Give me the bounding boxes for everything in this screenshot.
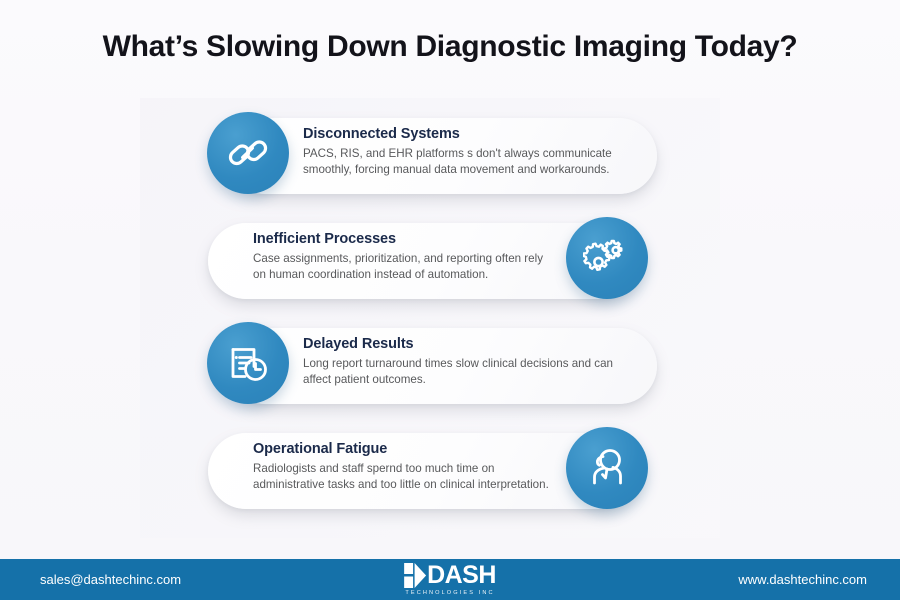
card-title: Operational Fatigue [253, 441, 388, 457]
card-title: Delayed Results [303, 336, 414, 352]
footer-email[interactable]: sales@dashtechinc.com [40, 572, 182, 587]
logo-tagline: TECHNOLOGIES INC [405, 589, 495, 596]
card-title: Inefficient Processes [253, 231, 396, 247]
card-text-block: Delayed Results Long report turnaround t… [303, 336, 633, 389]
logo-wordmark: DASH [427, 560, 496, 589]
page-title: What’s Slowing Down Diagnostic Imaging T… [102, 30, 798, 63]
card-description: Case assignments, prioritization, and re… [253, 252, 543, 282]
fatigued-person-icon [566, 427, 648, 509]
card-operational-fatigue[interactable]: Operational Fatigue Radiologists and sta… [208, 427, 658, 515]
card-description: Radiologists and staff spernd too much t… [253, 462, 549, 492]
card-surface [227, 118, 657, 194]
chain-link-icon [207, 112, 289, 194]
brand-logo: DASH TECHNOLOGIES INC [404, 560, 496, 597]
document-clock-icon [207, 322, 289, 404]
card-description: PACS, RIS, and EHR platforms s don't alw… [303, 147, 612, 177]
card-disconnected-systems[interactable]: Disconnected Systems PACS, RIS, and EHR … [207, 112, 657, 200]
footer-website[interactable]: www.dashtechinc.com [738, 572, 867, 587]
card-text-block: Inefficient Processes Case assignments, … [253, 231, 558, 284]
dash-d-mark-icon [404, 562, 427, 588]
card-delayed-results[interactable]: Delayed Results Long report turnaround t… [207, 322, 657, 410]
card-text-block: Operational Fatigue Radiologists and sta… [253, 441, 558, 494]
card-text-block: Disconnected Systems PACS, RIS, and EHR … [303, 126, 633, 179]
card-title: Disconnected Systems [303, 126, 460, 142]
card-description: Long report turnaround times slow clinic… [303, 357, 613, 387]
logo-row: DASH [404, 560, 496, 589]
card-surface [227, 328, 657, 404]
gears-icon [566, 217, 648, 299]
footer-bar: sales@dashtechinc.com DASH TECHNOLOGIES … [0, 559, 900, 600]
card-list: Disconnected Systems PACS, RIS, and EHR … [0, 112, 900, 532]
card-inefficient-processes[interactable]: Inefficient Processes Case assignments, … [208, 217, 658, 305]
